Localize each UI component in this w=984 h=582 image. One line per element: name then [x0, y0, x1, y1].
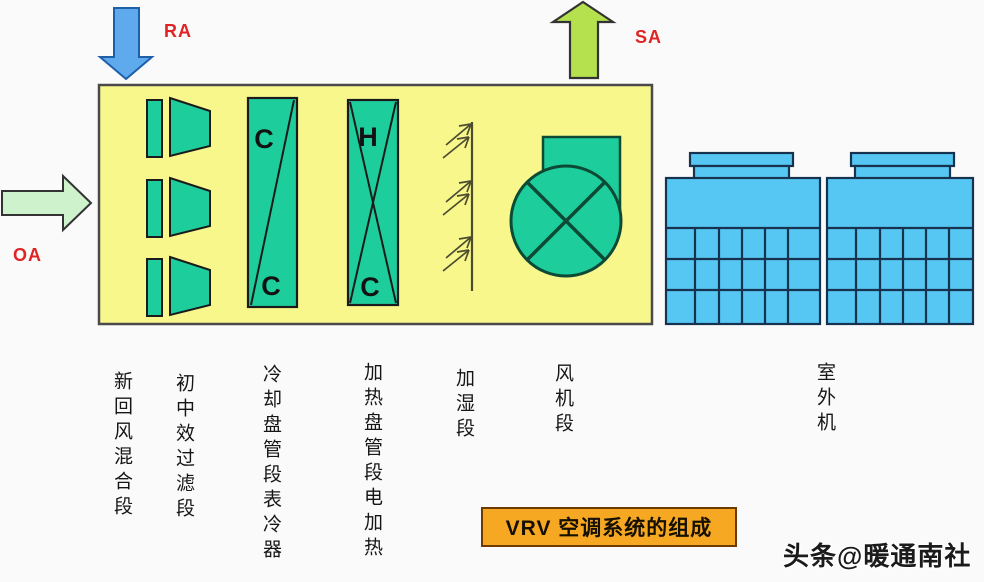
- section-label-humidifier: 加湿段: [453, 368, 474, 443]
- filter-plate: [146, 99, 163, 158]
- outside-air-arrow: [1, 173, 93, 233]
- return-air-arrow: [97, 7, 155, 81]
- spray-nozzle-cluster: [442, 236, 472, 272]
- title-banner: VRV 空调系统的组成: [481, 507, 737, 547]
- heating-coil-diagonal: [349, 101, 397, 304]
- section-label-outdoor-unit: 室外机: [814, 362, 835, 437]
- outdoor-unit-2: [825, 151, 975, 326]
- spray-nozzle-cluster: [442, 180, 472, 216]
- spray-nozzle-cluster: [442, 123, 472, 159]
- section-label-heating-coil: 加热盘管段电加热: [361, 362, 382, 562]
- heating-coil-letter-bottom: C: [360, 272, 380, 302]
- return-air-label: RA: [164, 21, 192, 41]
- outside-air-label: OA: [13, 245, 42, 265]
- outdoor-unit-fan-cap: [849, 151, 956, 168]
- humidifier: [442, 122, 474, 291]
- filter-wedge: [169, 96, 211, 158]
- outdoor-unit-1: [664, 151, 822, 326]
- filter-plate: [146, 258, 163, 317]
- filter-wedge: [169, 176, 211, 238]
- section-label-filter: 初中效过滤段: [173, 373, 194, 523]
- heating-coil-letter-top: H: [358, 122, 378, 152]
- fan-blade-cross: [525, 180, 607, 262]
- supply-air-arrow: [549, 0, 617, 80]
- cooling-coil: C C: [246, 96, 299, 309]
- filter-plate: [146, 179, 163, 238]
- cooling-coil-diagonal: [250, 99, 295, 306]
- watermark: 头条@暖通南社: [783, 541, 972, 571]
- outdoor-unit-body: [825, 176, 975, 326]
- heating-coil: H C: [346, 98, 400, 307]
- section-label-cooling-coil: 冷却盘管段表冷器: [260, 364, 281, 564]
- fan: [509, 135, 623, 278]
- cooling-coil-letter-bottom: C: [261, 271, 281, 301]
- heating-coil-body: [346, 98, 400, 307]
- section-label-fan: 风机段: [552, 363, 573, 438]
- outdoor-unit-fan-cap: [688, 151, 795, 168]
- section-label-mixing: 新回风混合段: [111, 371, 132, 521]
- supply-air-label: SA: [635, 27, 663, 47]
- filter-section: [146, 96, 211, 317]
- filter-wedge: [169, 255, 211, 317]
- cooling-coil-letter-top: C: [254, 124, 274, 154]
